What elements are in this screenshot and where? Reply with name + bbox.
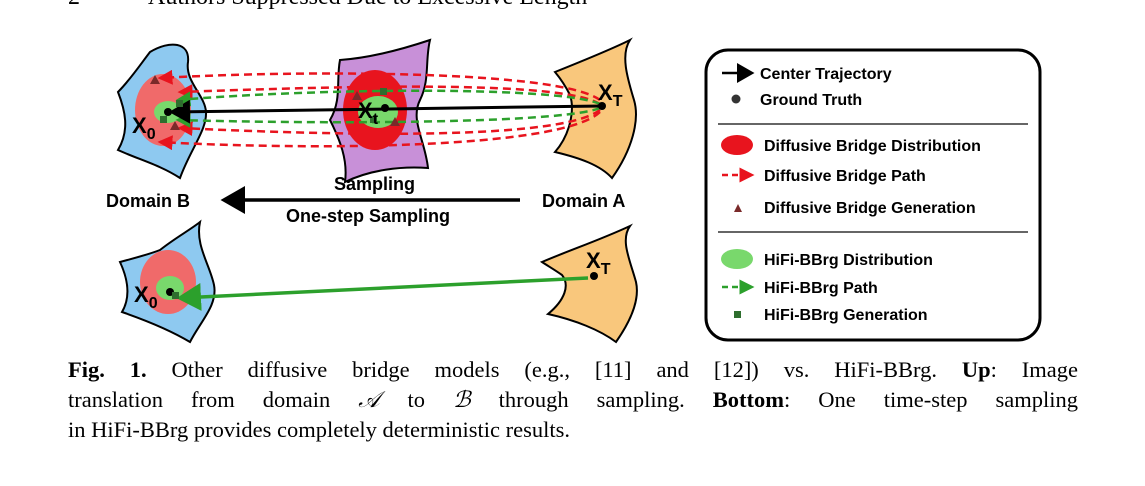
figure-diagram: X0 Xt XT Domain B Domain A Sampling One-… [106, 37, 1042, 344]
red-ellipse-icon [721, 135, 753, 155]
domain-a-label: Domain A [542, 191, 625, 211]
legend-label: HiFi-BBrg Distribution [764, 252, 933, 269]
legend-label: Diffusive Bridge Distribution [764, 138, 981, 155]
xT-bottom-label: XT [586, 248, 611, 278]
ground-truth-dot-t [381, 104, 389, 112]
green-distribution-t [358, 96, 398, 128]
legend-label: HiFi-BBrg Path [764, 280, 878, 297]
green-ellipse-icon [721, 249, 753, 269]
ground-truth-dot-a [598, 102, 606, 110]
x0-top-label: X0 [132, 113, 156, 143]
caption-line-2: translation from domain 𝒜 to ℬ through s… [68, 387, 1078, 412]
legend-item-diffusive-path: Diffusive Bridge Path [722, 167, 926, 185]
diffusive-bridge-paths [157, 69, 601, 151]
x0-bottom-label: X0 [134, 282, 158, 312]
ground-truth-dot-b [164, 108, 172, 116]
one-step-arrow [176, 276, 589, 311]
legend: Center Trajectory Ground Truth Diffusive… [704, 48, 1042, 342]
ground-truth-dot-a-bottom [590, 272, 598, 280]
page-number: 2 [68, 0, 80, 11]
caption-line-3: in HiFi-BBrg provides completely determi… [68, 417, 571, 442]
domain-a-manifold-bottom [539, 223, 638, 344]
legend-item-diffusive-generation: Diffusive Bridge Generation [734, 200, 976, 217]
one-step-label: One-step Sampling [286, 206, 450, 226]
sampling-label: Sampling [334, 174, 415, 194]
generation-markers [150, 75, 400, 130]
caption-line-1: Fig. 1. Other diffusive bridge models (e… [68, 357, 1078, 382]
legend-item-hifi-path: HiFi-BBrg Path [722, 279, 878, 297]
legend-label: HiFi-BBrg Generation [764, 307, 928, 324]
legend-item-center-trajectory: Center Trajectory [722, 63, 892, 83]
domain-a-symbol: 𝒜 [358, 387, 380, 412]
domain-b-label: Domain B [106, 191, 190, 211]
legend-label: Ground Truth [760, 92, 862, 109]
bottom-label: Bottom [712, 387, 785, 412]
xt-mid-label: Xt [358, 98, 379, 128]
xT-top-label: XT [598, 80, 623, 110]
hifi-generation-bottom [172, 292, 179, 299]
triangle-icon [734, 204, 742, 212]
hifi-bbrg-paths [175, 89, 601, 128]
legend-item-diffusive-distribution: Diffusive Bridge Distribution [721, 135, 981, 155]
legend-label: Diffusive Bridge Path [764, 168, 926, 185]
legend-item-ground-truth: Ground Truth [731, 92, 862, 109]
legend-label: Center Trajectory [760, 66, 892, 83]
running-title: Authors Suppressed Due to Excessive Leng… [148, 0, 587, 11]
figure-label: Fig. 1. [68, 357, 147, 382]
legend-label: Diffusive Bridge Generation [764, 200, 976, 217]
domain-b-symbol: ℬ [452, 387, 471, 412]
legend-frame [704, 48, 1042, 342]
square-icon [734, 311, 741, 318]
figure-caption: Fig. 1. Other diffusive bridge models (e… [68, 355, 1078, 445]
legend-item-hifi-distribution: HiFi-BBrg Distribution [721, 249, 933, 269]
legend-item-hifi-generation: HiFi-BBrg Generation [734, 307, 928, 324]
up-label: Up [961, 357, 991, 382]
dot-icon [731, 94, 741, 104]
